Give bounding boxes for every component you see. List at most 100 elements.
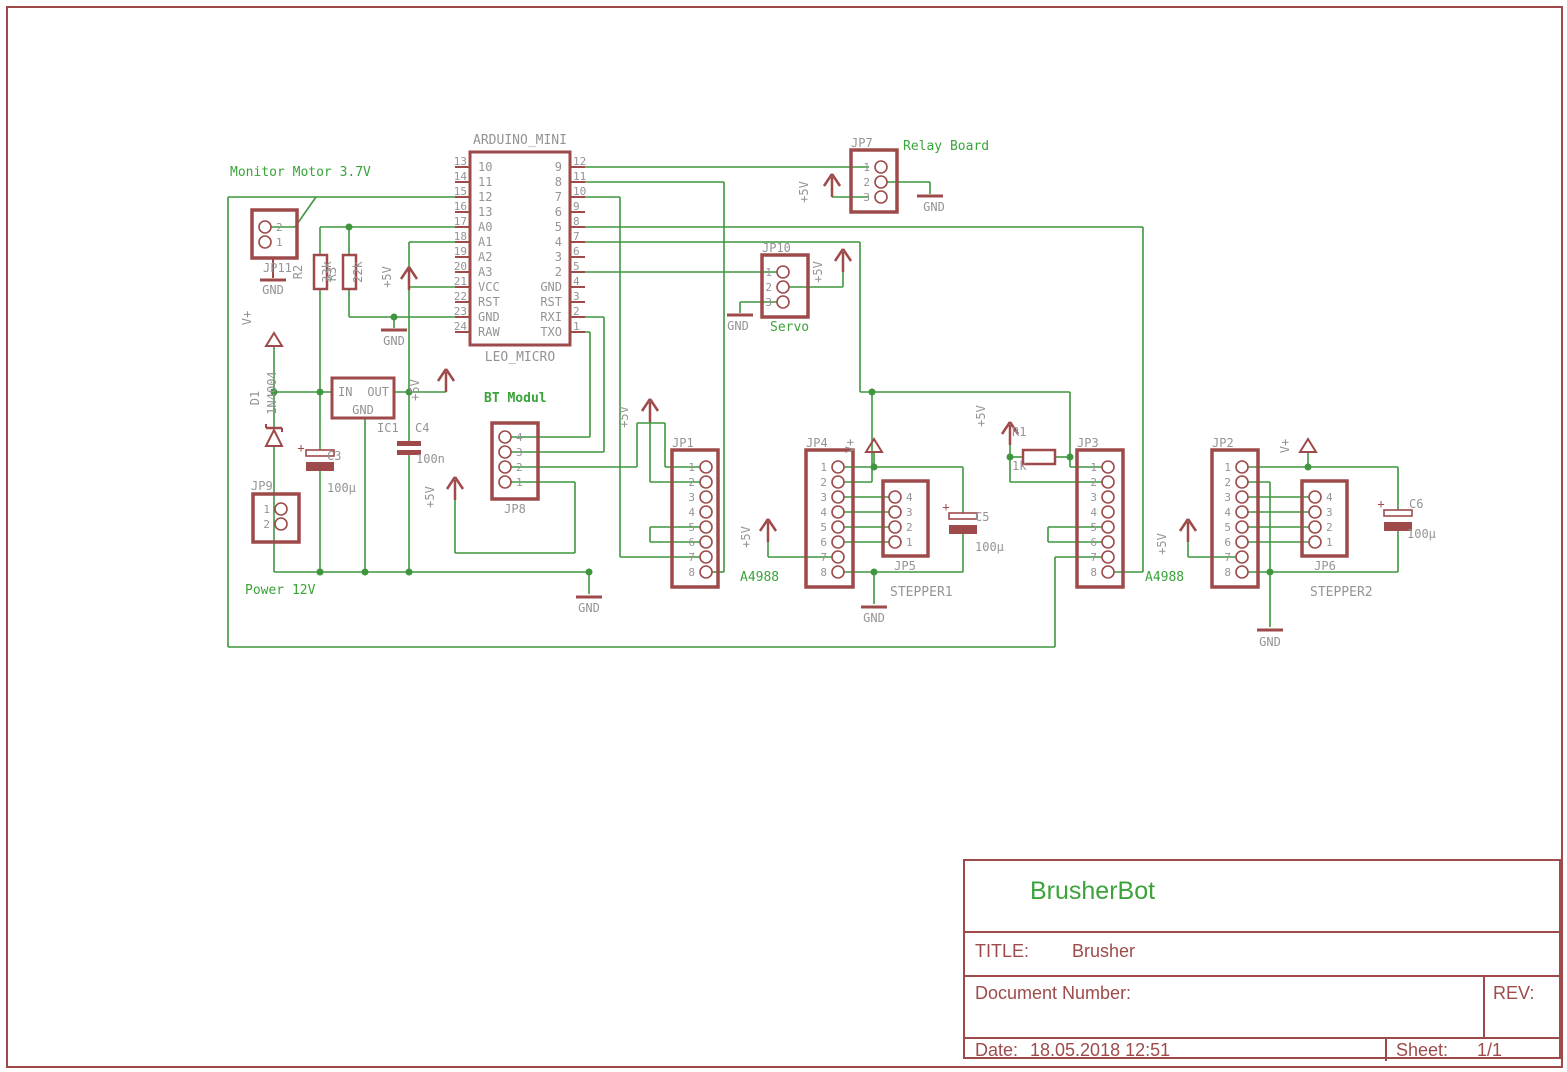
pin-number: 3 [863,191,870,204]
ic1-pin-label: OUT [367,385,389,399]
pin-number: 2 [906,521,913,534]
junction-dot [1304,463,1312,471]
mcu-pin-number: 19 [454,245,467,258]
mcu-pin-label: 9 [555,160,562,174]
pin-number: 5 [820,521,827,534]
mcu-pin-number: 12 [573,155,586,168]
header-jp1-box [670,448,720,589]
pin-circle [874,160,888,174]
pin-number: 3 [688,491,695,504]
header-jp4-box [804,448,855,589]
header-name: JP11 [263,261,292,275]
pin-circle [1235,505,1249,519]
mcu-pin-label: 3 [555,250,562,264]
mcu-pin-number: 18 [454,230,467,243]
mcu-pin-label: 12 [478,190,492,204]
schematic-label: GND [1259,635,1281,649]
schematic-label: +5V [974,405,988,427]
date-label: Date: [975,1040,1019,1060]
mcu-pin-number: 11 [573,170,586,183]
junction-dot [316,388,324,396]
pin-circle [699,535,713,549]
header-name: JP9 [251,479,273,493]
ic1-pin-label: GND [352,403,374,417]
pin-number: 1 [276,236,283,249]
mcu-pin-number: 1 [573,320,580,333]
pin-circle [831,565,845,579]
header-name: JP8 [504,502,526,516]
schematic-label: D1 [248,391,262,405]
mcu-pin-label: TXO [540,325,562,339]
p5v-arrow [1000,421,1012,435]
pin-circle [776,295,790,309]
pin-circle [874,190,888,204]
mcu-pin-number: 15 [454,185,467,198]
capacitor-plate [305,449,335,457]
pin-circle [258,220,272,234]
p5v-arrow [1178,518,1190,532]
pin-number: 4 [516,431,523,444]
leo-micro-name: LEO_MICRO [485,350,556,365]
junction-dot [870,463,878,471]
mcu-pin-label: RAW [478,325,500,339]
p5v-arrow [453,476,465,490]
pin-number: 2 [688,476,695,489]
pin-number: 2 [820,476,827,489]
pin-number: 3 [1326,506,1333,519]
pin-circle [498,445,512,459]
pin-circle [1235,550,1249,564]
pin-circle [1308,535,1322,549]
header-name: JP5 [894,559,916,573]
p5v-arrow [1186,518,1198,532]
mcu-pin-label: RST [478,295,500,309]
mcu-pin-number: 5 [573,260,580,273]
capacitor-plate [1384,522,1412,531]
schematic-label: 100µ [975,540,1004,554]
pin-circle [498,460,512,474]
pin-circle [699,520,713,534]
schematic-label: + [1377,497,1384,511]
header-name: JP10 [762,241,791,255]
schematic-label: +5V [617,406,631,428]
schematic-label: STEPPER2 [1310,585,1373,600]
schematic-label: +5V [408,379,422,401]
pin-number: 5 [1224,521,1231,534]
junction-dot [345,223,353,231]
sheet-cell: Sheet: 1/1 [1385,1039,1559,1061]
p5v-arrow [766,518,778,532]
pin-circle [699,460,713,474]
pin-circle [1101,565,1115,579]
schematic-label: GND [727,319,749,333]
mcu-pin-number: 3 [573,290,580,303]
pin-circle [699,475,713,489]
pin-circle [498,475,512,489]
pin-number: 1 [688,461,695,474]
mcu-pin-label: 5 [555,220,562,234]
p5v-arrow [399,266,411,280]
pin-number: 2 [1224,476,1231,489]
mcu-pin-label: A1 [478,235,492,249]
mcu-pin-number: 13 [454,155,467,168]
pin-circle [888,535,902,549]
junction-dot [868,388,876,396]
mcu-pin-label: RXI [540,310,562,324]
title-block-project-row: BrusherBot [965,861,1559,931]
pin-circle [699,565,713,579]
arduino-mini-name: ARDUINO_MINI [473,133,567,148]
mcu-pin-number: 14 [454,170,468,183]
pin-number: 4 [906,491,913,504]
pin-number: 8 [1090,566,1097,579]
schematic-label: 33k [320,260,334,282]
pin-number: 2 [516,461,523,474]
junction-dot [405,388,413,396]
mcu-pin-number: 6 [573,245,580,258]
pin-number: 3 [1224,491,1231,504]
pin-circle [1235,460,1249,474]
schematic-label: 22k [351,260,365,282]
pin-circle [699,550,713,564]
pin-number: 1 [906,536,913,549]
p5v-arrow [444,368,456,382]
capacitor-plate [1383,509,1413,517]
junction-dot [585,568,593,576]
